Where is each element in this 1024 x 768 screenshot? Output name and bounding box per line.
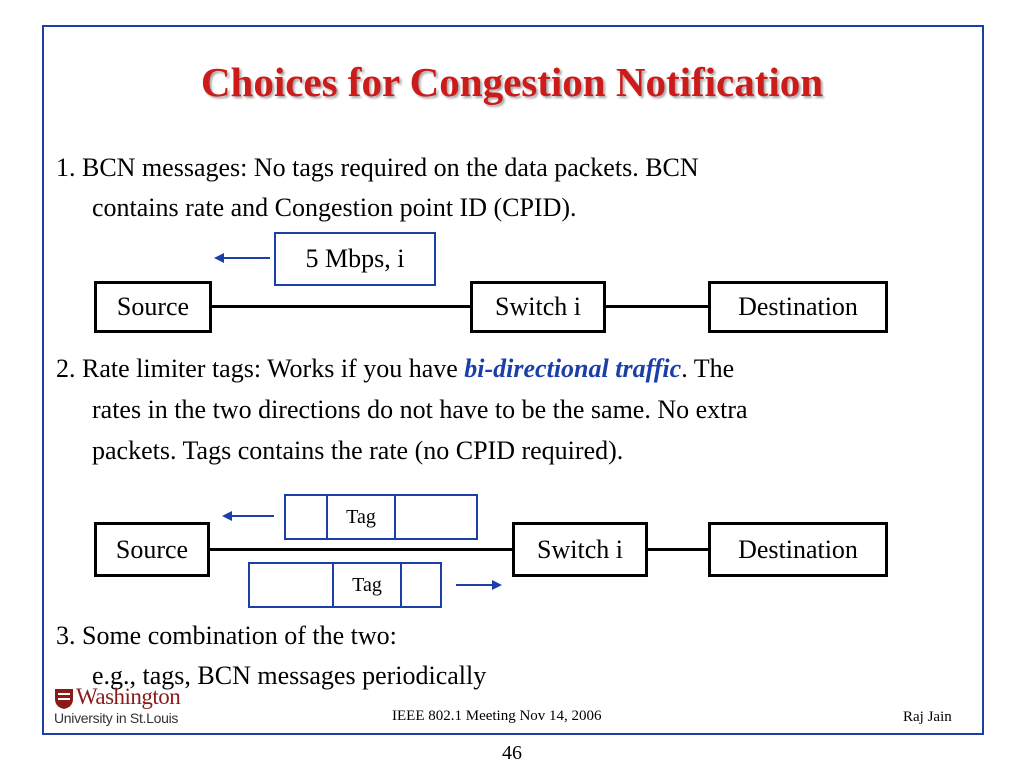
item3-line2: e.g., tags, BCN messages periodically [92, 661, 487, 690]
source-label: Source [115, 534, 189, 564]
item3-line1: 3. Some combination of the two: [56, 621, 397, 650]
packet-segment [284, 494, 328, 540]
link-switch-destination [646, 548, 710, 551]
destination-label: Destination [738, 292, 858, 321]
university-shield-icon [55, 689, 73, 709]
item2-line1: 2. Rate limiter tags: Works if you have … [56, 349, 734, 389]
tag-label: Tag [346, 505, 376, 528]
tag-label: Tag [352, 573, 382, 596]
item1-line2: contains rate and Congestion point ID (C… [92, 193, 577, 222]
tag-segment: Tag [332, 562, 402, 608]
page-number: 46 [502, 742, 522, 764]
packet-segment [394, 494, 478, 540]
slide-frame [42, 25, 984, 735]
bcn-message-label: 5 Mbps, i [305, 244, 405, 273]
item2-suffix: . The [681, 354, 735, 383]
switch-label: Switch i [537, 534, 623, 564]
item1-line1: 1. BCN messages: No tags required on the… [56, 153, 699, 182]
item2-line3: packets. Tags contains the rate (no CPID… [92, 436, 624, 465]
destination-node: Destination [708, 281, 888, 333]
switch-node: Switch i [470, 281, 606, 333]
link-source-switch [210, 305, 472, 308]
logo-wordmark: Washington [76, 684, 181, 709]
footer-author: Raj Jain [903, 709, 952, 725]
tag-segment: Tag [326, 494, 396, 540]
source-node: Source [94, 281, 212, 333]
left-arrow-icon [214, 253, 270, 263]
destination-label: Destination [738, 534, 858, 564]
footer-meeting: IEEE 802.1 Meeting Nov 14, 2006 [392, 708, 602, 724]
switch-node: Switch i [512, 522, 648, 577]
bcn-message-box: 5 Mbps, i [274, 232, 436, 286]
slide-title: Choices for Congestion Notification [200, 59, 824, 105]
item2-line2: rates in the two directions do not have … [92, 395, 748, 424]
left-arrow-icon [222, 511, 274, 521]
logo-subtitle: University in St.Louis [54, 710, 179, 726]
right-arrow-icon [456, 580, 502, 590]
destination-node: Destination [708, 522, 888, 577]
source-node: Source [94, 522, 210, 577]
bidirectional-traffic-highlight: bi-directional traffic [464, 354, 682, 383]
packet-segment [400, 562, 442, 608]
washington-university-logo: Washington University in St.Louis [54, 684, 194, 728]
link-source-switch [208, 548, 516, 551]
switch-label: Switch i [495, 292, 581, 321]
packet-segment [248, 562, 334, 608]
source-label: Source [116, 292, 190, 321]
link-switch-destination [604, 305, 710, 308]
item2-prefix: 2. Rate limiter tags: Works if you have [56, 354, 465, 383]
